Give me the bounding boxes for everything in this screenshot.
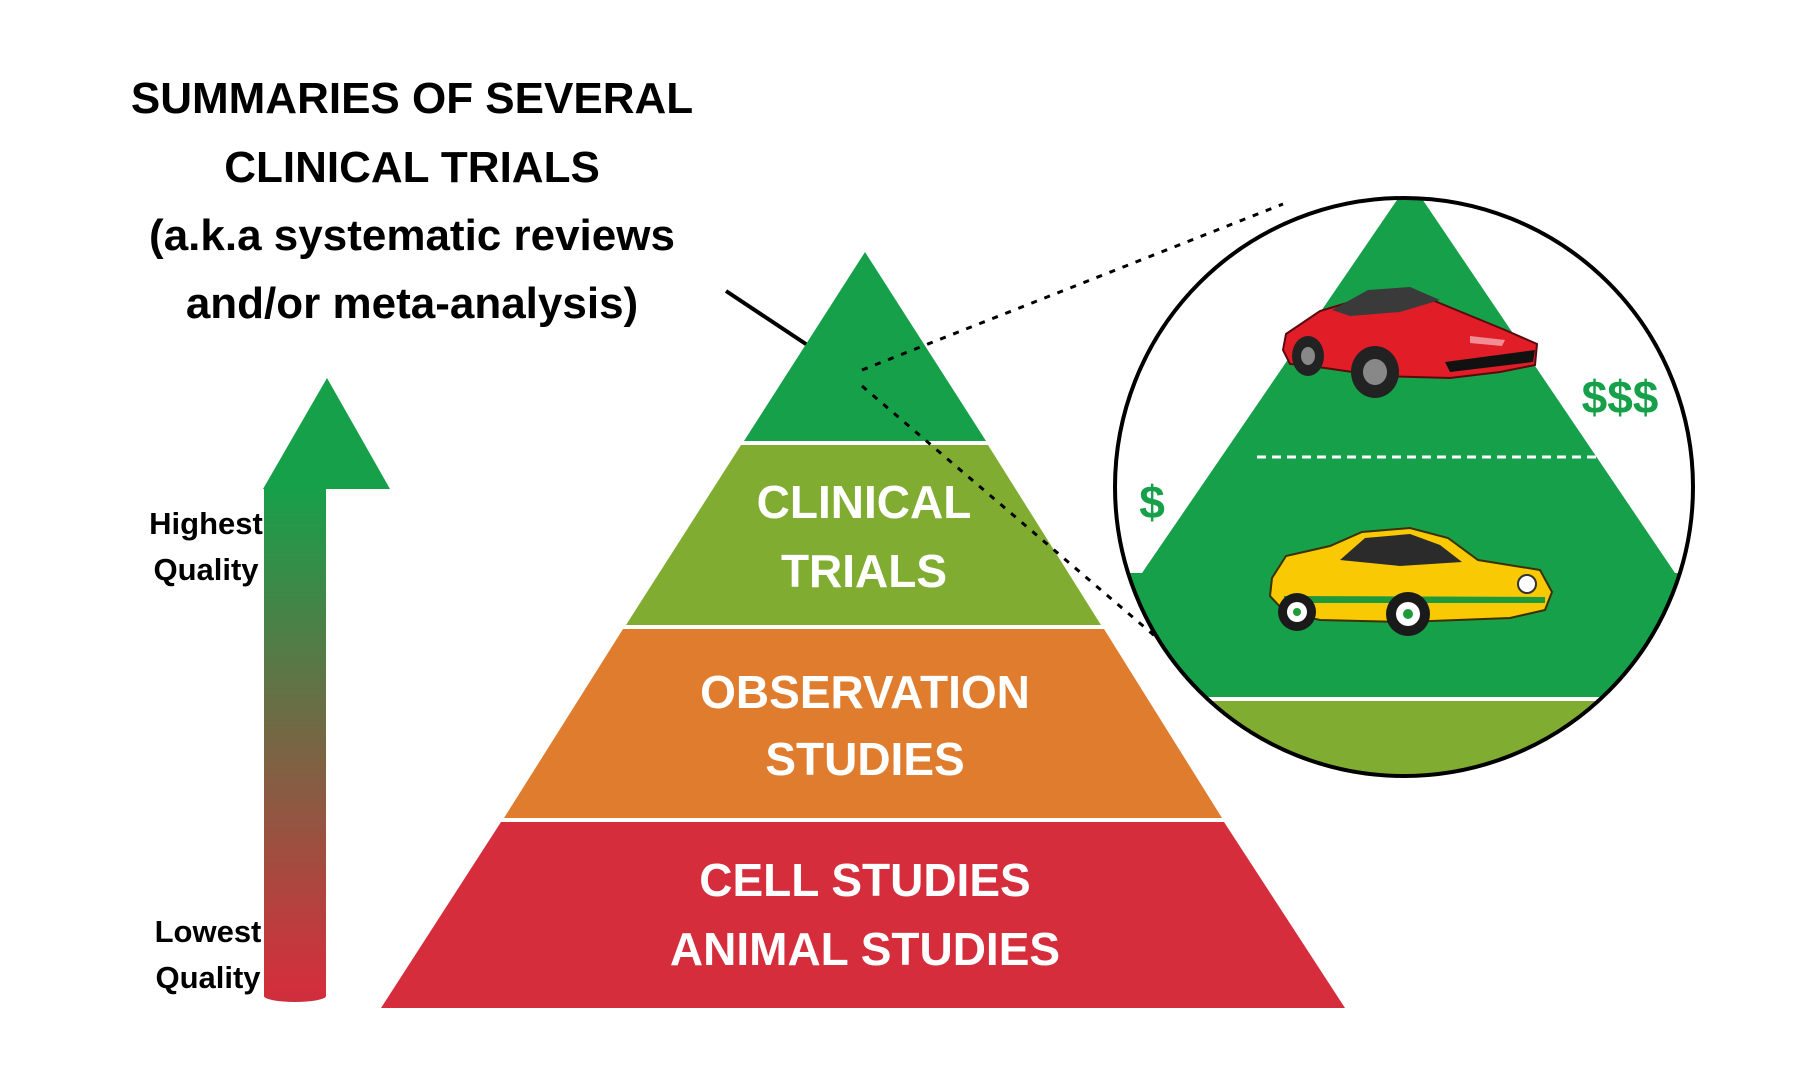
clinical-label-line-2: TRIALS	[781, 545, 947, 597]
cell-label-line-1: CELL STUDIES	[699, 854, 1030, 906]
tier-meta-analysis	[744, 252, 986, 441]
observation-label-line-1: OBSERVATION	[700, 666, 1030, 718]
quality-arrow-head	[263, 378, 390, 489]
summaries-title: SUMMARIES OF SEVERAL CLINICAL TRIALS (a.…	[131, 74, 693, 328]
yellow-classic-car-icon	[1268, 526, 1554, 636]
red-sports-car-icon	[1281, 287, 1539, 398]
high-cost-label: $$$	[1582, 371, 1659, 423]
quality-arrow	[263, 378, 390, 1002]
highest-label-line-1: Highest	[149, 506, 263, 541]
title-line-1: SUMMARIES OF SEVERAL	[131, 74, 693, 123]
zoom-line-upper	[861, 202, 1284, 372]
highest-label-line-2: Quality	[153, 552, 259, 587]
title-line-2: CLINICAL TRIALS	[224, 143, 600, 192]
low-cost-label: $	[1139, 476, 1165, 528]
tier-clinical-trials	[626, 445, 1101, 625]
quality-arrow-base	[264, 990, 326, 1002]
observation-label-line-2: STUDIES	[765, 733, 964, 785]
cell-label-line-2: ANIMAL STUDIES	[670, 923, 1060, 975]
tier-cell-animal-studies	[381, 822, 1345, 1008]
lowest-label-line-1: Lowest	[155, 914, 262, 949]
zoom-line-lower	[861, 384, 1198, 674]
quality-arrow-shaft	[264, 488, 326, 996]
lowest-label-line-2: Quality	[155, 960, 261, 995]
title-line-4: and/or meta-analysis)	[186, 279, 638, 328]
zoom-circle: $$$ $	[1113, 196, 1695, 778]
zoom-circle-border	[1113, 196, 1695, 778]
clinical-label-line-1: CLINICAL	[757, 476, 972, 528]
tier-observation-studies	[504, 629, 1222, 818]
zoom-tier-divider	[1115, 697, 1693, 701]
title-line-3: (a.k.a systematic reviews	[149, 211, 675, 260]
